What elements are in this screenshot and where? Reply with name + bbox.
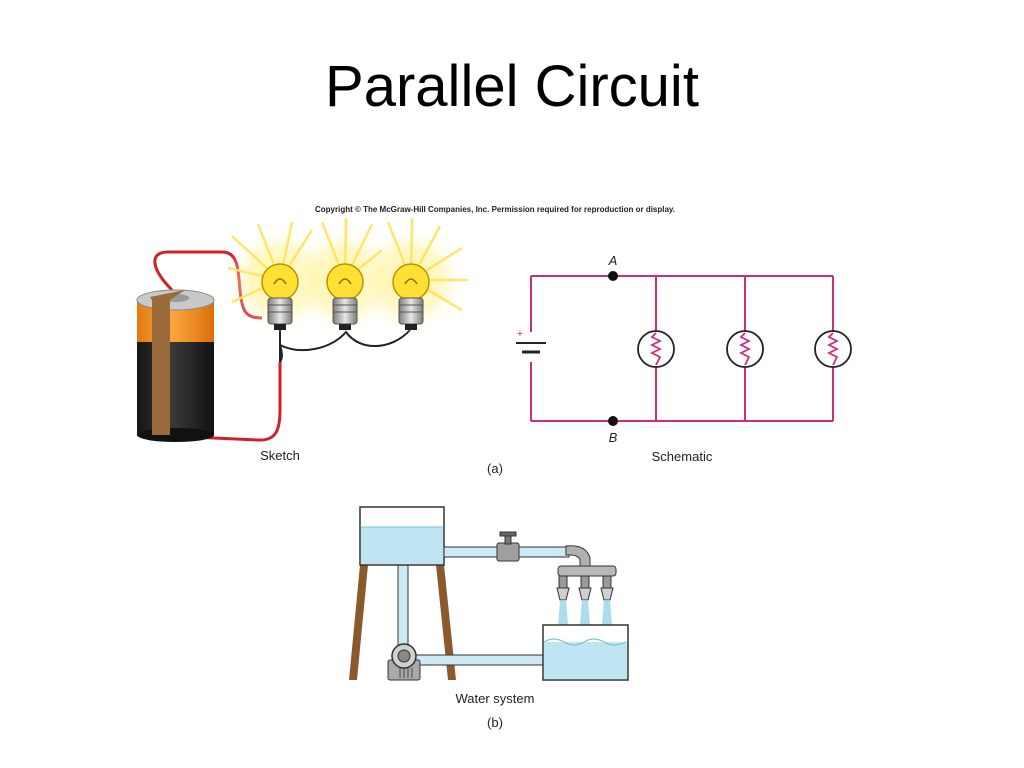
node-a-dot [608,271,618,281]
tank-stand [349,565,456,680]
water-tank [359,506,445,566]
schematic [530,275,834,422]
plus-sign: + [517,328,523,340]
node-b-label: B [609,430,618,445]
red-wire-bottom [191,362,282,442]
lamp-symbol-1 [637,330,675,368]
light-bulb-3 [392,263,430,330]
water-system-label: Water system [456,691,535,706]
water-system: Water system (b) [349,506,629,730]
copyright-notice: Copyright © The McGraw-Hill Companies, I… [315,205,675,214]
light-bulb-2 [326,263,364,330]
pump [387,643,421,681]
sketch-label: Sketch [260,448,300,463]
valve [496,531,520,562]
node-b-dot [608,416,618,426]
lamp-symbol-3 [814,330,852,368]
schematic-label: Schematic [652,449,713,464]
part-a-label: (a) [487,461,503,476]
faucet-manifold [556,545,617,601]
node-a-label: A [608,253,618,268]
battery [136,289,215,442]
part-b-label: (b) [487,715,503,730]
light-bulb-1 [261,263,299,330]
water-basin [542,624,629,681]
sketch: Sketch [136,217,468,463]
schematic-battery-symbol: + [516,328,546,354]
lamp-symbol-2 [726,330,764,368]
slide-title: Parallel Circuit [325,54,699,119]
